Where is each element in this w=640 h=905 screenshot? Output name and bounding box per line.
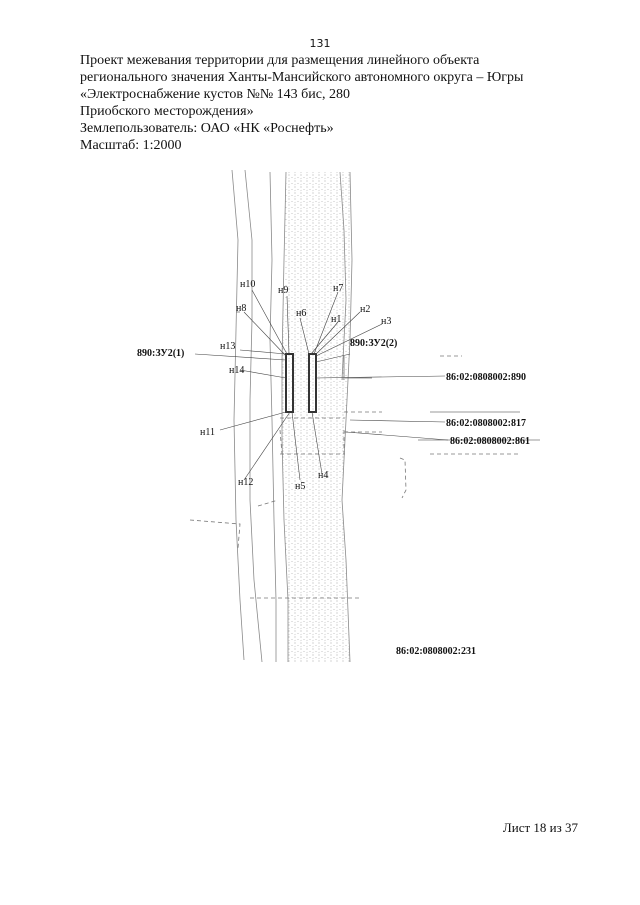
zone-label-zu2-1: 890:ЗУ2(1) [137, 348, 184, 359]
point-label: н7 [333, 283, 343, 294]
parcel-boundaries [343, 356, 540, 441]
scale-line: Масштаб: 1:2000 [80, 138, 182, 153]
point-label: н14 [229, 365, 244, 376]
parcel-zu2-1 [285, 353, 294, 413]
parcel-zu2-2 [308, 353, 317, 413]
point-label: н12 [238, 477, 253, 488]
road-corridor [282, 172, 352, 662]
document-header: Проект межевания территории для размещен… [80, 52, 580, 154]
sheet-footer: Лист 18 из 37 [502, 820, 578, 835]
point-label: н1 [331, 314, 341, 325]
point-label: н11 [200, 427, 215, 438]
parcel-label-817: 86:02:0808002:817 [446, 418, 526, 429]
point-labels: н10 н9 н7 н8 н6 н2 н1 н3 н13 н14 н11 н12… [200, 279, 391, 492]
point-label: н6 [296, 308, 306, 319]
parcel-label-890: 86:02:0808002:890 [446, 372, 526, 383]
header-line-2: регионального значения Ханты-Мансийского… [80, 70, 524, 85]
parcel-label-861: 86:02:0808002:861 [450, 436, 530, 447]
point-label: н3 [381, 316, 391, 327]
map-lines [231, 169, 353, 663]
parcel-label-231: 86:02:0808002:231 [396, 646, 476, 657]
point-label: н13 [220, 341, 235, 352]
zone-labels: 890:ЗУ2(1) 890:ЗУ2(2) [137, 338, 397, 359]
parcel-labels: 86:02:0808002:890 86:02:0808002:817 86:0… [396, 372, 530, 657]
header-line-1: Проект межевания территории для размещен… [80, 53, 480, 68]
point-label: н4 [318, 470, 328, 481]
point-label: н10 [240, 279, 255, 290]
header-line-3: «Электроснабжение кустов №№ 143 бис, 280 [80, 87, 351, 102]
leader-lines [194, 289, 449, 481]
page-number: 131 [309, 37, 331, 50]
point-label: н5 [295, 481, 305, 492]
dashed-boundaries [189, 311, 520, 599]
point-label: н8 [236, 303, 246, 314]
point-label: н2 [360, 304, 370, 315]
zone-label-zu2-2: 890:ЗУ2(2) [350, 338, 397, 349]
header-line-4: Приобского месторождения» [80, 104, 254, 119]
land-user-line: Землепользователь: ОАО «НК «Роснефть» [80, 121, 334, 136]
allocated-parcels [285, 353, 317, 413]
point-label: н9 [278, 285, 288, 296]
